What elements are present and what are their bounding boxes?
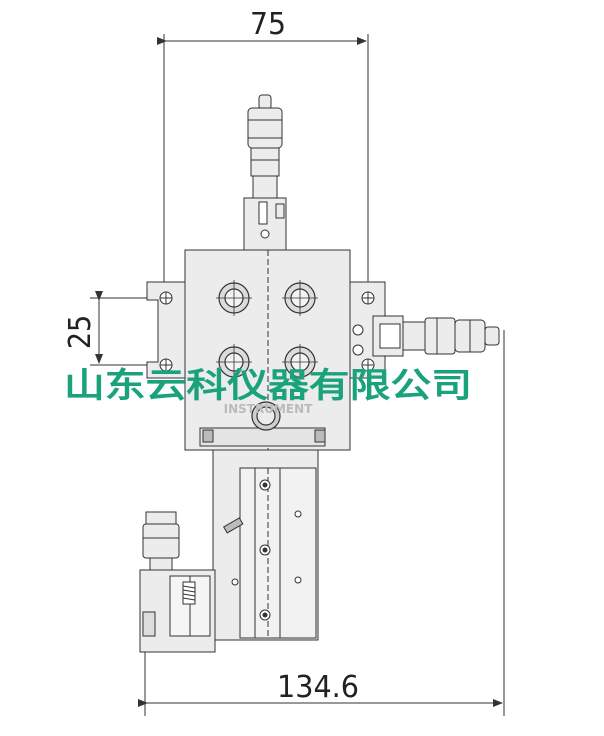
lock-lever	[223, 517, 244, 534]
right-inner-screws	[352, 324, 364, 356]
dimension-bottom	[138, 330, 505, 716]
top-micrometer	[243, 94, 287, 251]
lower-stage-screws	[231, 479, 302, 621]
band-clips	[202, 429, 326, 443]
dimension-top	[157, 34, 369, 290]
spring	[182, 581, 196, 605]
mounting-screws	[216, 280, 318, 380]
left-micrometer	[139, 511, 216, 653]
dimension-left-label: 25	[63, 315, 98, 349]
dimension-top-label: 75	[250, 7, 286, 42]
ear-holes	[159, 291, 375, 372]
dimension-left	[90, 291, 164, 366]
engraved-text: INSTRUMENT	[224, 402, 314, 416]
center-knob	[251, 401, 281, 431]
dimension-bottom-label: 134.6	[277, 670, 359, 705]
right-micrometer	[372, 315, 500, 357]
company-watermark: 山东云科仪器有限公司	[64, 366, 472, 406]
